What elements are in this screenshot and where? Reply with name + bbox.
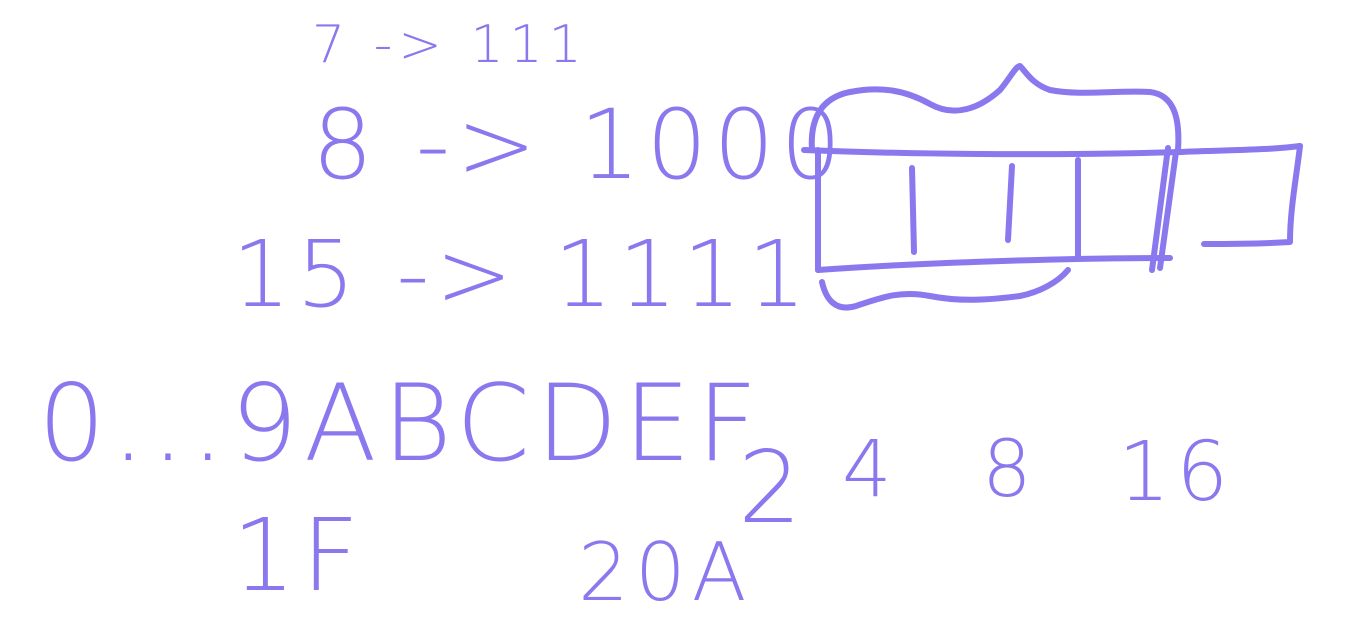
line-seven-to-binary: 7 -> 111 (312, 15, 588, 75)
power-two: 2 (738, 429, 808, 546)
bit-box-sketch (801, 63, 1303, 311)
box-top-line (801, 143, 1303, 158)
line-eight-to-binary: 8 -> 1000 (312, 89, 848, 201)
box-divider-4 (1149, 145, 1171, 273)
power-sixteen: 16 (1118, 425, 1234, 520)
line-one-f: 1F (232, 497, 365, 614)
box-divider-1 (909, 165, 917, 255)
power-eight: 8 (982, 425, 1038, 515)
box-divider-2 (1005, 163, 1015, 243)
top-brace-shape (808, 63, 1182, 153)
line-hex-digits: 0...9ABCDEF (38, 362, 764, 485)
box-divider-4b (1157, 149, 1179, 271)
box-bottom-line (815, 255, 1173, 273)
line-fifteen-to-binary: 15 -> 1111 (232, 221, 812, 328)
line-two-zero-a: 20A (578, 526, 753, 619)
power-four: 4 (842, 425, 898, 515)
bottom-brace-shape (819, 267, 1071, 311)
box-right-extension (1201, 143, 1303, 247)
